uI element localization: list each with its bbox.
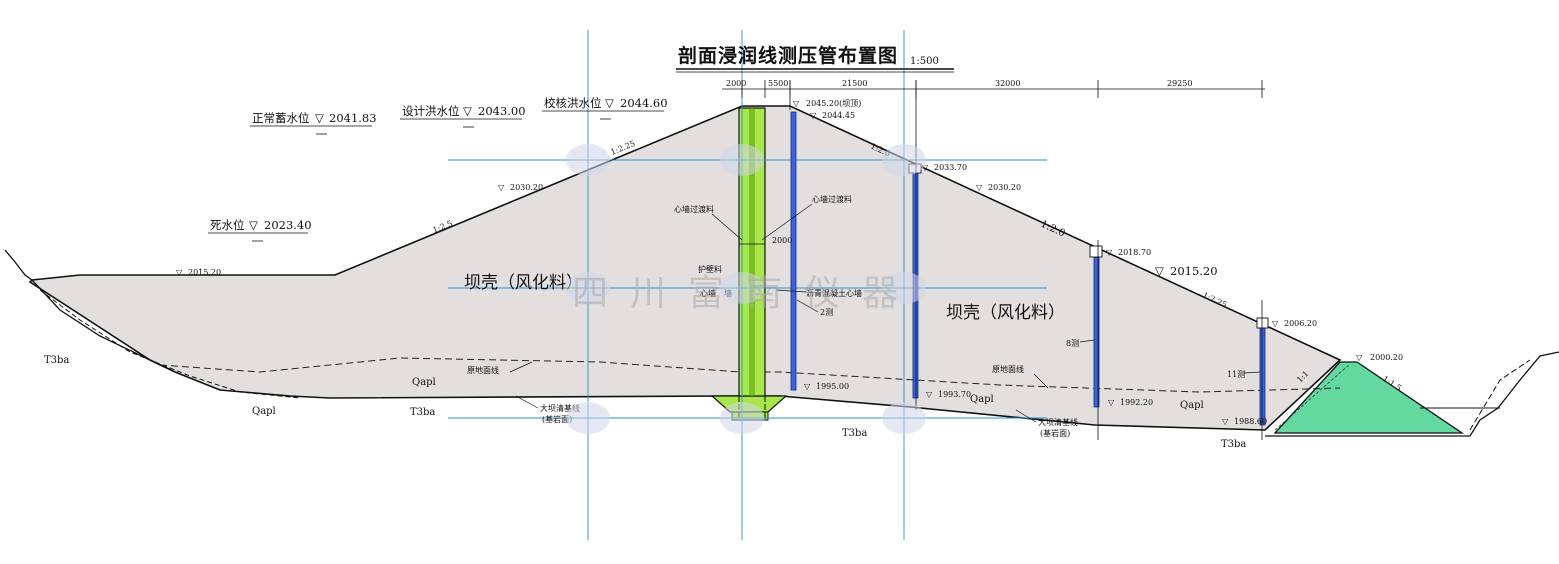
dim-29250: 29250 xyxy=(1167,79,1192,88)
svg-text:原地面线: 原地面线 xyxy=(992,364,1024,374)
svg-text:2000: 2000 xyxy=(772,236,792,245)
svg-text:▽: ▽ xyxy=(1356,353,1363,362)
svg-text:▽: ▽ xyxy=(804,382,811,391)
svg-text:▽: ▽ xyxy=(793,99,800,108)
svg-text:T3ba: T3ba xyxy=(842,428,867,439)
svg-text:▽: ▽ xyxy=(176,268,183,277)
svg-text:2015.20: 2015.20 xyxy=(188,268,221,277)
dim-32000: 32000 xyxy=(995,79,1020,88)
svg-text:2030.20: 2030.20 xyxy=(988,183,1021,192)
svg-text:1993.70: 1993.70 xyxy=(938,390,971,399)
core-axis xyxy=(749,108,755,396)
piezometer-label-2: 8测 xyxy=(1066,339,1079,348)
dim-2000: 2000 xyxy=(726,79,746,88)
svg-text:(基岩面): (基岩面) xyxy=(542,414,572,424)
drawing-scale: 1:500 xyxy=(910,56,939,67)
toe-drain xyxy=(1273,361,1465,434)
upstream-ground xyxy=(4,249,176,373)
geology-labels: T3ba T3ba T3ba T3ba Qapl Qapl Qapl Qapl … xyxy=(44,355,1246,450)
piezometer-label-3: 11测 xyxy=(1227,370,1245,379)
svg-text:心墙: 心墙 xyxy=(700,288,716,298)
svg-text:原地面线: 原地面线 xyxy=(467,365,499,375)
svg-text:▽: ▽ xyxy=(1272,319,1279,328)
svg-text:▽: ▽ xyxy=(1222,417,1229,426)
shell-label-downstream: 坝壳（风化料） xyxy=(946,303,1065,323)
svg-text:Qapl: Qapl xyxy=(1180,400,1204,411)
svg-text:设计洪水位: 设计洪水位 xyxy=(402,104,460,118)
svg-text:1992.20: 1992.20 xyxy=(1120,398,1153,407)
svg-text:1995.00: 1995.00 xyxy=(816,382,849,391)
svg-text:2043.00: 2043.00 xyxy=(478,104,526,118)
water-level-dead: 死水位 ▽ 2023.40 xyxy=(208,218,312,242)
svg-text:2018.70: 2018.70 xyxy=(1118,248,1151,257)
shell-label-upstream: 坝壳（风化料） xyxy=(464,273,583,293)
svg-text:2045.20(坝顶): 2045.20(坝顶) xyxy=(806,99,861,108)
svg-text:▽: ▽ xyxy=(1155,264,1164,278)
water-level-design-flood: 设计洪水位 ▽ 2043.00 xyxy=(400,104,526,128)
svg-text:▽: ▽ xyxy=(1106,248,1113,257)
svg-text:▽: ▽ xyxy=(976,183,983,192)
svg-text:2023.40: 2023.40 xyxy=(264,218,312,232)
watermark-text: 四川富南仪器 xyxy=(572,273,920,314)
svg-text:▽: ▽ xyxy=(498,183,505,192)
svg-text:▽: ▽ xyxy=(249,218,258,232)
water-level-check-flood: 校核洪水位 ▽ 2044.60 xyxy=(542,96,668,120)
svg-text:▽: ▽ xyxy=(463,104,472,118)
dam-shell xyxy=(28,105,1342,431)
svg-text:T3ba: T3ba xyxy=(410,407,435,418)
svg-text:大坝清基线: 大坝清基线 xyxy=(1038,417,1078,427)
svg-text:2015.20: 2015.20 xyxy=(1170,264,1218,278)
dim-5500: 5500 xyxy=(768,79,788,88)
svg-text:Qapl: Qapl xyxy=(252,406,276,417)
svg-text:▽: ▽ xyxy=(810,111,817,120)
svg-text:大坝清基线: 大坝清基线 xyxy=(540,403,580,413)
svg-text:2041.83: 2041.83 xyxy=(329,111,377,125)
svg-text:死水位: 死水位 xyxy=(210,218,245,232)
svg-text:2006.20: 2006.20 xyxy=(1284,319,1317,328)
svg-text:▽: ▽ xyxy=(315,111,324,125)
svg-text:心墙过渡料: 心墙过渡料 xyxy=(812,194,852,204)
elevation-labels: ▽2045.20(坝顶) ▽2044.45 ▽2033.70 ▽2030.20 … xyxy=(176,99,1403,426)
piezometer-label-1: 2测 xyxy=(820,308,833,317)
svg-text:▽: ▽ xyxy=(605,96,614,110)
dim-21500: 21500 xyxy=(842,79,867,88)
svg-text:▽: ▽ xyxy=(922,163,929,172)
watermark-logo-marks xyxy=(566,144,926,434)
svg-text:正常蓄水位: 正常蓄水位 xyxy=(252,111,310,125)
svg-text:护壁料: 护壁料 xyxy=(698,264,722,274)
svg-text:2044.45: 2044.45 xyxy=(822,111,855,120)
svg-text:(基岩面): (基岩面) xyxy=(1040,428,1070,438)
svg-text:1988.60: 1988.60 xyxy=(1234,417,1267,426)
svg-text:心墙过渡料: 心墙过渡料 xyxy=(674,204,714,214)
svg-text:▽: ▽ xyxy=(1108,398,1115,407)
svg-text:校核洪水位: 校核洪水位 xyxy=(544,96,602,110)
svg-text:T3ba: T3ba xyxy=(44,355,69,366)
svg-text:T3ba: T3ba xyxy=(1221,439,1246,450)
dimension-chain xyxy=(722,80,1265,98)
svg-text:Qapl: Qapl xyxy=(412,377,436,388)
svg-text:沥青混凝土心墙: 沥青混凝土心墙 xyxy=(806,288,862,298)
piezometer-4[interactable] xyxy=(1259,327,1266,426)
water-level-normal: 正常蓄水位 ▽ 2041.83 xyxy=(250,111,377,135)
svg-text:2030.20: 2030.20 xyxy=(510,183,543,192)
svg-text:Qapl: Qapl xyxy=(970,394,994,405)
piezometer-1[interactable] xyxy=(790,111,797,391)
original-ground-line xyxy=(159,357,1341,393)
svg-text:▽: ▽ xyxy=(926,390,933,399)
svg-text:2000.20: 2000.20 xyxy=(1370,353,1403,362)
drawing-title: 剖面浸润线测压管布置图 xyxy=(678,44,898,67)
svg-text:2033.70: 2033.70 xyxy=(934,163,967,172)
svg-text:2044.60: 2044.60 xyxy=(620,96,668,110)
